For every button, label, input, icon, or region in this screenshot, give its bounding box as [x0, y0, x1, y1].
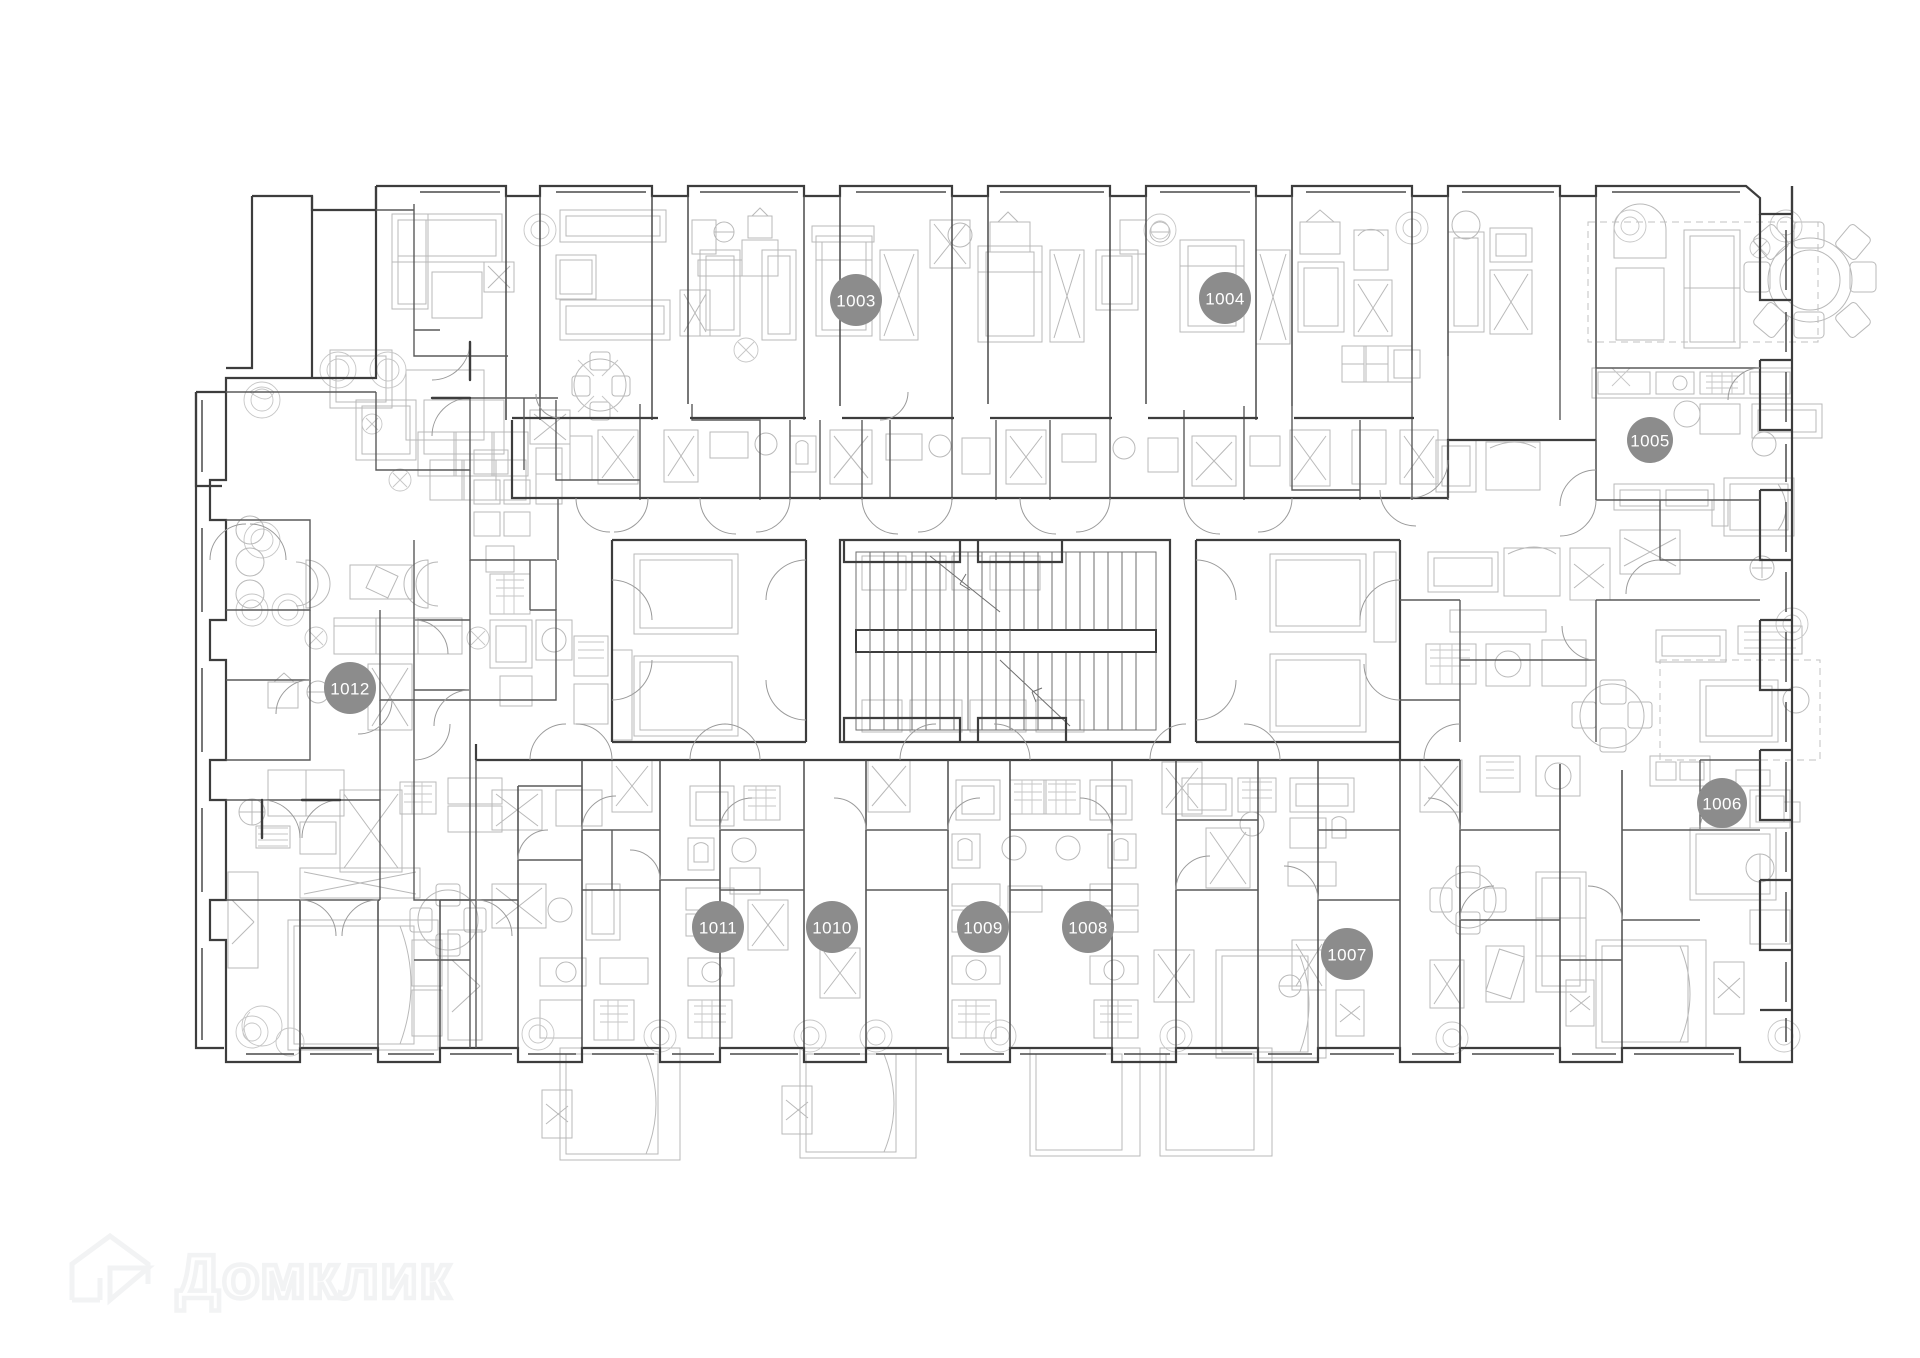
- furniture-north-wetrooms: [569, 429, 1439, 487]
- badge-circle[interactable]: [1321, 928, 1373, 980]
- wall-layer: [194, 184, 1794, 1064]
- badge-label: 1006: [1702, 795, 1741, 814]
- apartment-badge-layer[interactable]: 1003 1004 1005 1006 1007 1008 1009 1010 1011 1012: [324, 272, 1747, 980]
- watermark-text: Домклик: [176, 1243, 451, 1312]
- furniture-east-upper: [1435, 431, 1795, 581]
- door-layer: [209, 340, 1761, 937]
- apartment-badge-1008[interactable]: 1008: [1062, 901, 1114, 953]
- badge-label: 1011: [699, 919, 737, 938]
- badge-label: 1003: [836, 292, 875, 311]
- furniture-sw: [227, 769, 483, 1057]
- badge-circle[interactable]: [692, 901, 744, 953]
- badge-label: 1012: [330, 680, 369, 699]
- apartment-badge-1007[interactable]: 1007: [1321, 928, 1373, 980]
- watermark: Домклик: [69, 1232, 452, 1314]
- badge-circle[interactable]: [830, 274, 882, 326]
- badge-circle[interactable]: [806, 901, 858, 953]
- furniture-apt-1007: [1181, 777, 1365, 1059]
- badge-label: 1009: [963, 919, 1002, 938]
- furniture-apt-1004: [1119, 209, 1421, 383]
- apartment-badge-1006[interactable]: 1006: [1697, 778, 1747, 828]
- window-layer: [201, 191, 1787, 1055]
- apartment-badge-1011[interactable]: 1011: [692, 901, 744, 953]
- apartment-badge-1005[interactable]: 1005: [1627, 417, 1673, 463]
- stairs: [855, 551, 1157, 731]
- badge-circle[interactable]: [957, 901, 1009, 953]
- badge-label: 1007: [1327, 946, 1366, 965]
- badge-circle[interactable]: [1697, 778, 1747, 828]
- badge-label: 1005: [1630, 432, 1669, 451]
- badge-circle[interactable]: [1627, 417, 1673, 463]
- furniture-nw-kitchen: [483, 209, 671, 505]
- furniture-west-mid: [573, 551, 1397, 741]
- watermark-house-logo: [69, 1232, 155, 1306]
- badge-label: 1008: [1068, 919, 1107, 938]
- apartment-badge-1003[interactable]: 1003: [830, 274, 882, 326]
- badge-label: 1004: [1205, 290, 1244, 309]
- apartment-badge-1012[interactable]: 1012: [324, 662, 376, 714]
- apartment-badge-1010[interactable]: 1010: [806, 901, 858, 953]
- badge-circle[interactable]: [1062, 901, 1114, 953]
- badge-circle[interactable]: [324, 662, 376, 714]
- apartment-badge-1009[interactable]: 1009: [957, 901, 1009, 953]
- badge-label: 1010: [812, 919, 851, 938]
- badge-circle[interactable]: [1199, 272, 1251, 324]
- apartment-badge-1004[interactable]: 1004: [1199, 272, 1251, 324]
